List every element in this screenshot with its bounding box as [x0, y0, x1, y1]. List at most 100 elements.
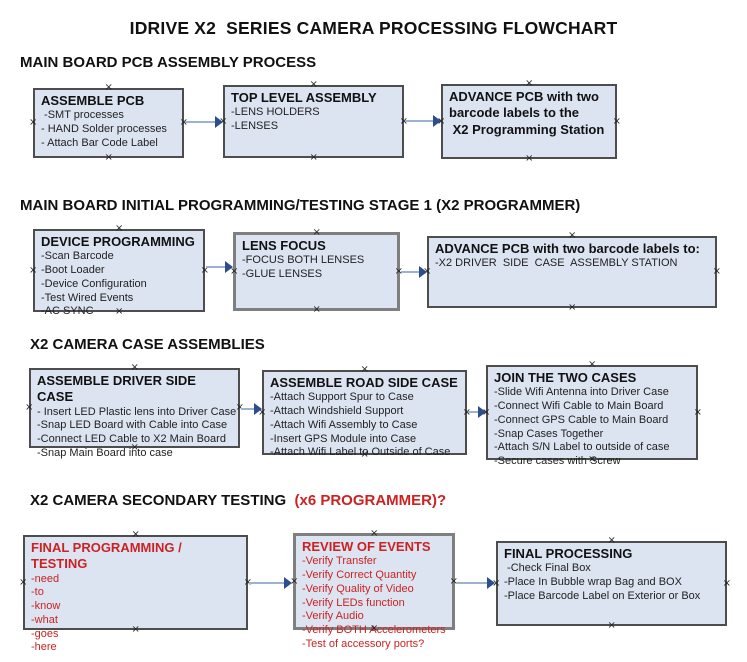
box-item: -AC SYNC — [41, 305, 94, 318]
flow-box-lens-focus[interactable]: LENS FOCUS -FOCUS BOTH LENSES -GLUE LENS… — [230, 227, 403, 315]
arrowhead-icon — [215, 116, 223, 128]
flow-arrow — [206, 261, 233, 273]
arrowhead-icon — [419, 266, 427, 278]
connection-handle: × — [612, 115, 621, 127]
connection-handle: × — [131, 529, 140, 540]
section-header-initial-programming: MAIN BOARD INITIAL PROGRAMMING/TESTING S… — [20, 197, 581, 214]
connection-handle: × — [309, 152, 318, 163]
connection-handle: × — [309, 79, 318, 90]
box-item: -Snap LED Board with Cable into Case — [37, 419, 228, 432]
connection-handle: × — [25, 402, 34, 413]
box-item: -Attach Wifi Label to Outside of Case — [270, 446, 451, 459]
box-item: -Scan Barcode — [41, 250, 114, 263]
box-item: -what — [31, 613, 58, 626]
arrowhead-icon — [284, 577, 292, 589]
box-item: -Verify Transfer — [302, 555, 377, 568]
flow-box-join-the-two-cases[interactable]: JOIN THE TWO CASES -Slide Wifi Antenna i… — [482, 360, 702, 468]
connection-handle: × — [525, 153, 534, 164]
section-header-case-assemblies: X2 CAMERA CASE ASSEMBLIES — [30, 336, 265, 353]
connection-handle: × — [568, 230, 577, 241]
box-item: - Insert LED Plastic lens into Driver Ca… — [37, 405, 237, 418]
box-item: -SMT processes — [41, 109, 124, 122]
box-item: -Snap Cases Together — [494, 427, 604, 440]
box-title: ASSEMBLE ROAD SIDE CASE — [270, 375, 458, 390]
box-item: -know — [31, 600, 61, 612]
box-title: FINAL PROGRAMMING / TESTING — [31, 540, 186, 572]
arrowhead-icon — [487, 577, 495, 589]
box-item: -to — [31, 586, 44, 599]
connection-handle: × — [104, 82, 113, 93]
connection-handle: × — [588, 359, 597, 370]
box-item: -Connect GPS Cable to Main Board — [494, 413, 669, 426]
box-item: -Device Configuration — [41, 277, 147, 290]
box-item: - HAND Solder processes — [41, 123, 167, 135]
connection-handle: × — [722, 577, 731, 589]
flow-box-advance-pcb-driver-side[interactable]: ADVANCE PCB with two barcode labels to: … — [423, 231, 721, 313]
box-item: -Verify LEDs function — [302, 596, 405, 609]
box-item: -Verify Quality of Video — [302, 582, 414, 595]
flow-arrow — [241, 403, 262, 415]
flow-box-advance-pcb-programming-station[interactable]: ADVANCE PCB with two barcode labels to t… — [437, 79, 621, 164]
connection-handle: × — [525, 78, 534, 89]
flow-box-final-processing[interactable]: FINAL PROCESSING -Check Final Box -Place… — [492, 536, 731, 631]
box-item: -Connect Wifi Cable to Main Board — [494, 400, 664, 412]
box-item: -GLUE LENSES — [242, 268, 323, 280]
box-item: -here — [31, 641, 57, 654]
section-header-secondary-testing: X2 CAMERA SECONDARY TESTING (x6 PROGRAMM… — [30, 492, 446, 509]
connection-handle: × — [104, 152, 113, 163]
box-item: - Attach Bar Code Label — [41, 136, 158, 149]
flow-arrow — [456, 577, 495, 589]
box-item: -X2 DRIVER SIDE CASE ASSEMBLY STATION — [435, 257, 678, 270]
box-item: -goes — [31, 627, 59, 640]
box-title: FINAL PROCESSING — [504, 546, 633, 561]
box-item: -Slide Wifi Antenna into Driver Case — [494, 386, 669, 399]
connection-handle: × — [130, 362, 139, 373]
box-item: -need — [31, 572, 60, 585]
connection-handle: × — [19, 576, 28, 588]
flow-box-top-level-assembly[interactable]: TOP LEVEL ASSEMBLY -LENS HOLDERS -LENSES… — [219, 80, 408, 163]
box-title: TOP LEVEL ASSEMBLY — [231, 90, 377, 105]
box-item: -Place In Bubble wrap Bag and BOX — [504, 576, 682, 588]
flow-arrow — [401, 266, 427, 278]
section-header-pcb-assembly: MAIN BOARD PCB ASSEMBLY PROCESS — [20, 54, 317, 71]
box-item: -Insert GPS Module into Case — [270, 432, 417, 445]
box-item: -Attach Windshield Support — [270, 405, 404, 417]
box-item: -Check Final Box — [504, 562, 591, 575]
box-title: JOIN THE TWO CASES — [494, 370, 637, 385]
box-item: -Attach Wifi Assembly to Case — [270, 418, 418, 431]
connection-handle: × — [115, 223, 124, 234]
connection-handle: × — [360, 364, 369, 375]
box-title: REVIEW OF EVENTS — [302, 539, 431, 554]
box-item: -Secure cases with Screw — [494, 455, 621, 467]
box-item: -LENSES — [231, 120, 279, 132]
arrowhead-icon — [478, 406, 486, 418]
box-item: -Test of accessory ports? — [302, 637, 425, 650]
box-item: -Verify BOTH Accelerometers — [302, 624, 446, 636]
section-header-red-text: (x6 PROGRAMMER)? — [294, 492, 447, 509]
connection-handle: × — [693, 406, 702, 418]
section-header-text: X2 CAMERA SECONDARY TESTING — [30, 492, 295, 509]
flow-box-review-of-events[interactable]: REVIEW OF EVENTS -Verify Transfer -Verif… — [290, 529, 458, 650]
box-title: DEVICE PROGRAMMING — [41, 234, 195, 249]
flow-box-assemble-driver-side-case[interactable]: ASSEMBLE DRIVER SIDE CASE - Insert LED P… — [25, 363, 244, 459]
flow-arrow — [468, 406, 486, 418]
connection-handle: × — [568, 302, 577, 313]
connection-handle: × — [607, 620, 616, 631]
box-item: -Verify Correct Quantity — [302, 569, 417, 581]
flow-box-device-programming[interactable]: DEVICE PROGRAMMING -Scan Barcode -Boot L… — [29, 224, 209, 318]
box-title: ADVANCE PCB with two barcode labels to: — [435, 241, 700, 256]
connection-handle: × — [29, 117, 38, 128]
box-item: -FOCUS BOTH LENSES — [242, 254, 365, 267]
flow-box-assemble-pcb[interactable]: ASSEMBLE PCB -SMT processes - HAND Solde… — [29, 83, 188, 163]
flow-box-final-programming-testing[interactable]: FINAL PROGRAMMING / TESTING -need -to -k… — [19, 530, 252, 654]
box-item: -Verify Audio — [302, 610, 364, 623]
box-title: LENS FOCUS — [242, 238, 326, 253]
box-item: -Place Barcode Label on Exterior or Box — [504, 589, 701, 602]
box-title: ADVANCE PCB with two barcode labels to t… — [449, 89, 605, 137]
box-item: -Connect LED Cable to X2 Main Board — [37, 433, 226, 445]
flow-box-assemble-road-side-case[interactable]: ASSEMBLE ROAD SIDE CASE -Attach Support … — [258, 365, 471, 460]
connection-handle: × — [312, 227, 321, 238]
flow-arrow — [185, 116, 223, 128]
connection-handle: × — [607, 535, 616, 546]
